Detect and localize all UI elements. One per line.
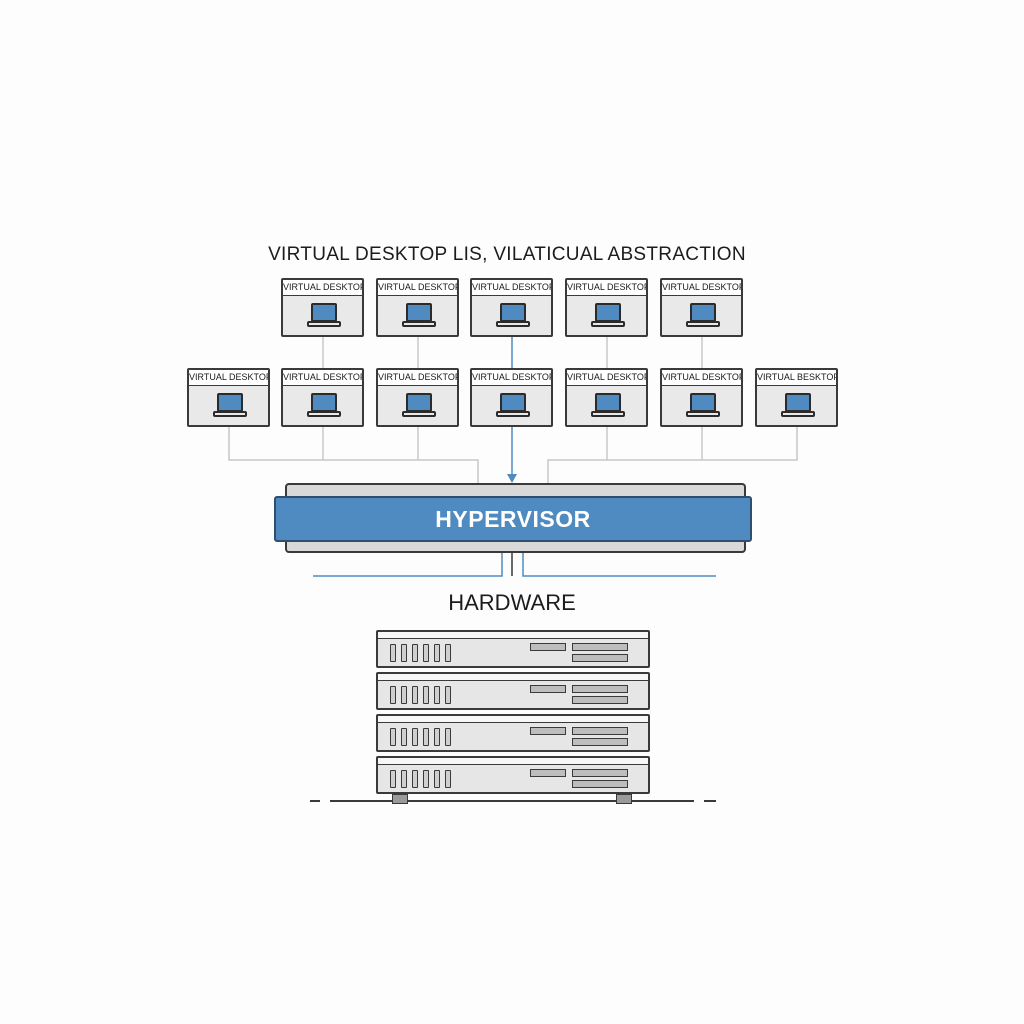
virtual-desktop-card: VIRTUAL DESKTOP (376, 368, 459, 427)
laptop-icon (591, 303, 625, 327)
drive-bay (572, 685, 628, 693)
virtual-desktop-label: VIRTUAL DESKTOP (378, 370, 457, 386)
drive-bay (572, 738, 628, 746)
drive-bay (530, 769, 566, 777)
connector-bus-left (228, 427, 479, 483)
drive-bay (572, 769, 628, 777)
virtual-desktop-label: VIRTUAL DESKTOP (662, 280, 741, 296)
drive-bay (572, 696, 628, 704)
laptop-icon (402, 303, 436, 327)
virtual-desktop-card: VIRTUAL DESKTOP (281, 368, 364, 427)
server-unit (376, 714, 650, 752)
drive-bay (530, 643, 566, 651)
virtual-desktop-card: VIRTUAL DESKTOP (376, 278, 459, 337)
virtual-desktop-label: VIRTUAL DESKTOP (189, 370, 268, 386)
virtual-desktop-card: VIRTUAL DESKTOP (281, 278, 364, 337)
virtual-desktop-label: VIRTUAL DESKTOP (378, 280, 457, 296)
virtual-desktop-card: VIRTUAL DESKTOP (470, 278, 553, 337)
connector-bus-right (547, 427, 798, 483)
drive-bay (572, 727, 628, 735)
server-unit (376, 756, 650, 794)
drive-bay (572, 654, 628, 662)
virtual-desktop-label: VIRTUAL DESKTOP (472, 370, 551, 386)
laptop-icon (686, 303, 720, 327)
virtual-desktop-label: VIRTUAL BESKTOP (757, 370, 836, 386)
drive-bay (530, 685, 566, 693)
virtual-desktop-card: VIRTUAL DESKTOP (470, 368, 553, 427)
virtual-desktop-label: VIRTUAL DESKTOP (283, 280, 362, 296)
virtual-desktop-label: VIRTUAL DESKTOP (662, 370, 741, 386)
virtual-desktop-label: VIRTUAL DESKTOP (567, 280, 646, 296)
server-foot (392, 794, 408, 804)
drive-bay (572, 780, 628, 788)
server-unit (376, 672, 650, 710)
server-unit (376, 630, 650, 668)
hardware-label: HARDWARE (448, 590, 576, 615)
laptop-icon (213, 393, 247, 417)
virtual-desktop-card: VIRTUAL DESKTOP (187, 368, 270, 427)
virtual-desktop-label: VIRTUAL DESKTOP (283, 370, 362, 386)
laptop-icon (307, 303, 341, 327)
arrow-head-icon (507, 474, 517, 483)
laptop-icon (591, 393, 625, 417)
laptop-icon (496, 303, 530, 327)
virtual-desktop-card: VIRTUAL DESKTOP (565, 368, 648, 427)
virtual-desktop-label: VIRTUAL DESKTOP (567, 370, 646, 386)
drive-bay (530, 727, 566, 735)
laptop-icon (496, 393, 530, 417)
hypervisor-layer: HYPERVISOR (274, 496, 752, 542)
server-foot (616, 794, 632, 804)
laptop-icon (781, 393, 815, 417)
diagram-title: VIRTUAL DESKTOP LIS, VILATICUAL ABSTRACT… (268, 244, 746, 265)
virtual-desktop-card: VIRTUAL DESKTOP (565, 278, 648, 337)
server-rack-icon (376, 630, 650, 804)
connector-hw-left (313, 553, 503, 577)
virtual-desktop-card: VIRTUAL DESKTOP (660, 368, 743, 427)
virtual-desktop-card: VIRTUAL DESKTOP (660, 278, 743, 337)
connector-hw-right (522, 553, 716, 577)
drive-bay (572, 643, 628, 651)
laptop-icon (307, 393, 341, 417)
virtual-desktop-card: VIRTUAL BESKTOP (755, 368, 838, 427)
virtual-desktop-label: VIRTUAL DESKTOP (472, 280, 551, 296)
laptop-icon (686, 393, 720, 417)
laptop-icon (402, 393, 436, 417)
